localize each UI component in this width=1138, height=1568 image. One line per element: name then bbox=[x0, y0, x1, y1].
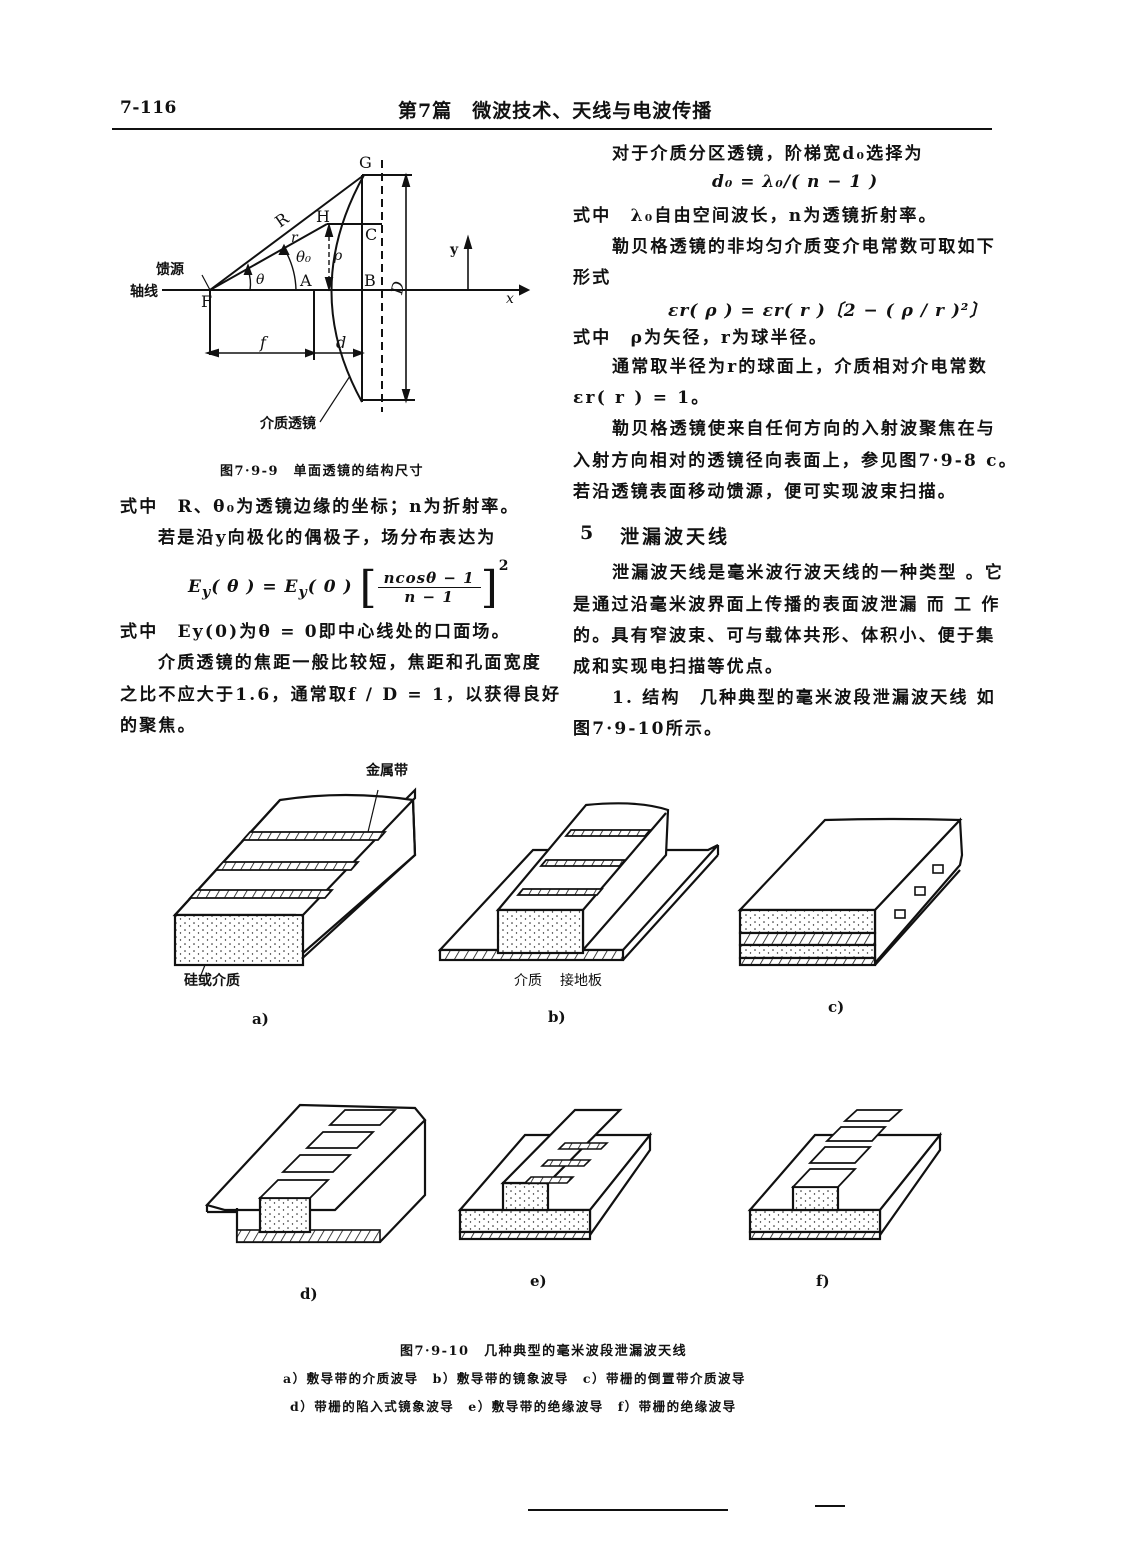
label-ground-plate: 接地板 bbox=[560, 973, 602, 989]
label-D: D bbox=[387, 280, 408, 297]
figure-7-9-9-lens-diagram: G H R r C θ₀ θ ρ A B F D y x f d 馈源 轴线 介… bbox=[130, 153, 531, 432]
section-number: 5 bbox=[580, 522, 597, 544]
sub-label-e: e) bbox=[530, 1272, 547, 1290]
right-para-3-line2: 形式 bbox=[573, 268, 612, 288]
formula-rhs-sub: y bbox=[298, 584, 308, 601]
label-lens: 介质透镜 bbox=[259, 415, 316, 432]
right-para-6-line2: 入射方向相对的透镜径向表面上，参见图7·9-8 c。 bbox=[573, 451, 1018, 471]
label-y: y bbox=[449, 242, 459, 258]
line-FH bbox=[209, 223, 328, 291]
right-para-7-line1: 泄漏波天线是毫米波行波天线的一种类型 。它 bbox=[612, 563, 1005, 583]
section-title: 泄漏波天线 bbox=[620, 526, 731, 548]
figure-d-inset-image-waveguide bbox=[205, 1103, 427, 1244]
right-para-7-line3: 的。具有窄波束、可与载体共形、体积小、便于集 bbox=[573, 626, 996, 646]
figure-b-image-waveguide bbox=[438, 802, 720, 962]
label-B: B bbox=[364, 271, 376, 290]
formula-lhs: E bbox=[188, 577, 202, 597]
right-bracket: ] bbox=[480, 561, 499, 613]
right-para-5-line1: 通常取半径为r的球面上，介质相对介电常数 bbox=[612, 357, 988, 377]
right-para-7-line4: 成和实现电扫描等优点。 bbox=[573, 657, 785, 677]
formula-lhs-sub: y bbox=[201, 584, 212, 601]
right-para-8-line2: 图7·9-10所示。 bbox=[573, 719, 724, 739]
figure-7-9-9-caption: 图7·9-9 单面透镜的结构尺寸 bbox=[220, 464, 425, 479]
label-d: d bbox=[336, 333, 346, 352]
formula-exponent: 2 bbox=[498, 558, 510, 574]
label-x: x bbox=[506, 291, 514, 307]
label-si-dielectric: 硅或介质 bbox=[184, 973, 240, 989]
label-f: f bbox=[259, 333, 269, 352]
label-axis: 轴线 bbox=[130, 283, 158, 300]
left-para-4-line2: 之比不应大于1.6，通常取f / D = 1，以获得良好 bbox=[120, 685, 562, 705]
left-para-3: 式中 Ey(0)为θ = 0即中心线处的口面场。 bbox=[120, 622, 511, 642]
figure-7-9-10-legend-line2: d）带栅的陷入式镜象波导 e）敷导带的绝缘波导 f）带栅的绝缘波导 bbox=[290, 1399, 737, 1414]
chapter-title: 第7篇 微波技术、天线与电波传播 bbox=[398, 100, 713, 122]
figure-7-9-10-caption: 图7·9-10 几种典型的毫米波段泄漏波天线 bbox=[400, 1344, 688, 1359]
label-A: A bbox=[299, 271, 312, 290]
footer-rule-left bbox=[528, 1509, 728, 1511]
label-H: H bbox=[316, 207, 330, 226]
figure-f-grated-insulated-waveguide bbox=[747, 1109, 943, 1241]
formula-lhs-arg: ( θ ) = bbox=[211, 577, 285, 597]
permittivity-formula: εr( ρ ) = εr( r )〔2 − ( ρ / r )²〕 bbox=[668, 301, 988, 321]
label-R: R bbox=[271, 208, 293, 231]
label-rho: ρ bbox=[333, 248, 343, 264]
right-para-4: 式中 ρ为矢径，r为球半径。 bbox=[573, 328, 829, 348]
formula-rhs: E bbox=[284, 577, 299, 597]
right-para-1: 对于介质分区透镜，阶梯宽d₀选择为 bbox=[612, 144, 924, 164]
figure-a-dielectric-waveguide bbox=[172, 787, 417, 981]
left-bracket: [ bbox=[359, 561, 378, 613]
sub-label-d: d) bbox=[300, 1285, 318, 1303]
line-FG bbox=[209, 174, 365, 291]
left-para-1: 式中 R、θ₀为透镜边缘的坐标；n为折射率。 bbox=[120, 497, 520, 517]
label-F: F bbox=[201, 292, 212, 311]
left-para-2: 若是沿y向极化的偶极子，场分布表达为 bbox=[158, 528, 497, 548]
right-para-3-line1: 勒贝格透镜的非均匀介质变介电常数可取如下 bbox=[612, 237, 996, 257]
formula-rhs-arg: ( 0 ) bbox=[307, 577, 353, 597]
right-para-6-line3: 若沿透镜表面移动馈源，便可实现波束扫描。 bbox=[573, 482, 957, 502]
right-para-5-line2: εr( r ) = 1。 bbox=[573, 388, 711, 408]
sub-label-f: f) bbox=[816, 1272, 830, 1290]
formula-numerator: ncosθ − 1 bbox=[377, 569, 481, 588]
label-dielectric: 介质 bbox=[514, 973, 542, 989]
sub-label-b: b) bbox=[548, 1008, 566, 1026]
figure-7-9-10-legend-line1: a）敷导带的介质波导 b）敷导带的镜象波导 c）带栅的倒置带介质波导 bbox=[283, 1371, 746, 1386]
right-para-6-line1: 勒贝格透镜使来自任何方向的入射波聚焦在与 bbox=[612, 419, 996, 439]
left-para-4-line1: 介质透镜的焦距一般比较短，焦距和孔面宽度 bbox=[158, 653, 542, 673]
right-para-2: 式中 λ₀自由空间波长，n为透镜折射率。 bbox=[573, 206, 938, 226]
label-C: C bbox=[365, 225, 377, 244]
figure-c-inverted-strip-waveguide bbox=[737, 817, 964, 967]
label-G: G bbox=[359, 153, 372, 172]
right-para-7-line2: 是通过沿毫米波界面上传播的表面波泄漏 而 工 作 bbox=[573, 595, 1001, 615]
figure-e-insulated-waveguide bbox=[457, 1108, 653, 1241]
label-theta: θ bbox=[256, 272, 265, 288]
footer-rule-right bbox=[815, 1505, 845, 1507]
x-arrow bbox=[519, 284, 531, 296]
header-rule bbox=[112, 128, 992, 130]
left-para-4-line3: 的聚焦。 bbox=[120, 716, 197, 736]
label-feed: 馈源 bbox=[156, 261, 184, 278]
page-number: 7-116 bbox=[120, 98, 177, 118]
sub-label-a: a) bbox=[252, 1010, 269, 1028]
label-metal-strip: 金属带 bbox=[366, 763, 408, 779]
label-theta0: θ₀ bbox=[296, 248, 311, 266]
lens-curve bbox=[330, 174, 365, 403]
step-width-formula: d₀ = λ₀/( n − 1 ) bbox=[712, 172, 879, 192]
formula-denominator: n − 1 bbox=[404, 588, 454, 606]
right-para-8-line1: 1. 结构 几种典型的毫米波段泄漏波天线 如 bbox=[612, 688, 996, 708]
sub-label-c: c) bbox=[828, 998, 845, 1016]
label-r: r bbox=[291, 230, 299, 246]
